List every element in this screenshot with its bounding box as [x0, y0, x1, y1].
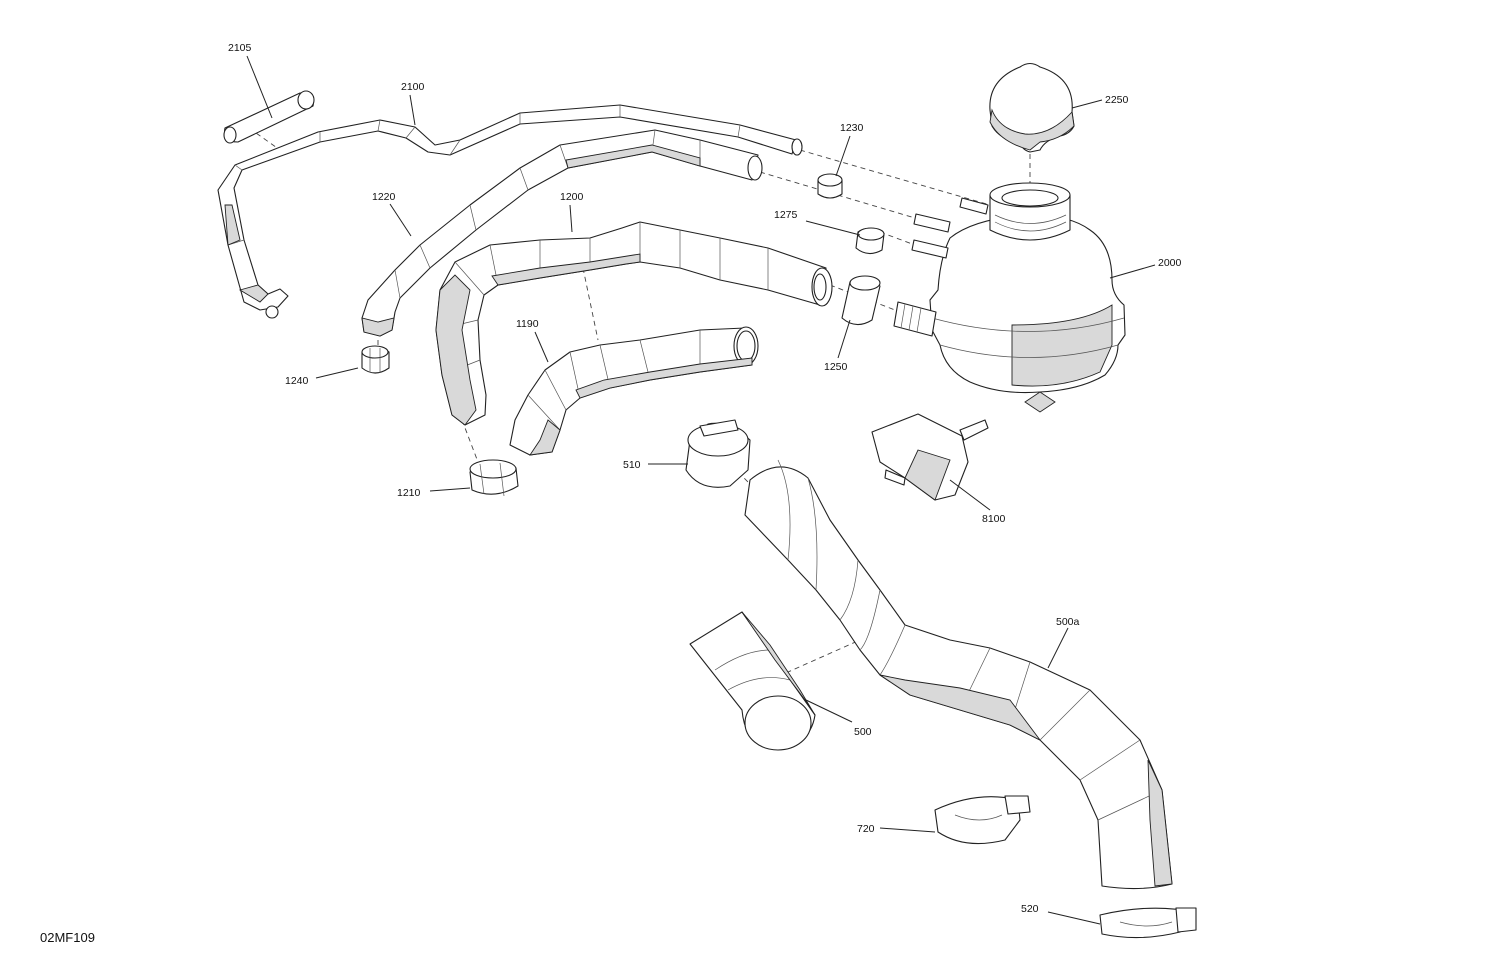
part-labels: 2105 2100 1230 2250 1220 1200 1275 2000 …	[228, 42, 1182, 915]
hose-1220	[361, 129, 763, 337]
label-1190: 1190	[516, 318, 539, 330]
hose-500	[689, 611, 816, 751]
label-510: 510	[623, 459, 641, 471]
clamp-1210	[469, 459, 519, 497]
label-1210: 1210	[397, 487, 421, 499]
bracket-8100	[871, 413, 989, 501]
label-1250: 1250	[824, 361, 848, 373]
leader-lines	[246, 55, 1156, 925]
drawing-code: 02MF109	[40, 930, 95, 945]
cap-2250	[989, 62, 1075, 153]
hose-2105	[223, 90, 315, 144]
label-2100: 2100	[401, 81, 425, 93]
label-1230: 1230	[840, 122, 864, 134]
label-1220: 1220	[372, 191, 396, 203]
label-720: 720	[857, 823, 875, 835]
clamp-720	[934, 795, 1031, 845]
clamp-510	[685, 419, 751, 488]
clamp-1275	[855, 227, 885, 255]
hose-1200	[435, 221, 833, 426]
label-500: 500	[854, 726, 872, 738]
clamp-520	[1099, 907, 1197, 939]
hose-2100	[217, 104, 803, 319]
label-1275: 1275	[774, 209, 798, 221]
label-1240: 1240	[285, 375, 309, 387]
clamp-1230	[817, 173, 843, 199]
hose-1190	[509, 326, 759, 456]
label-2000: 2000	[1158, 257, 1182, 269]
clamp-1240	[361, 345, 390, 374]
reservoir-tank-2000	[893, 182, 1126, 413]
label-2105: 2105	[228, 42, 252, 54]
label-1200: 1200	[560, 191, 584, 203]
label-8100: 8100	[982, 513, 1006, 525]
label-500a: 500a	[1056, 616, 1080, 628]
label-520: 520	[1021, 903, 1039, 915]
alignment-lines	[248, 127, 1031, 681]
hose-500a	[744, 459, 1173, 890]
label-2250: 2250	[1105, 94, 1129, 106]
clamp-1250	[841, 275, 881, 326]
